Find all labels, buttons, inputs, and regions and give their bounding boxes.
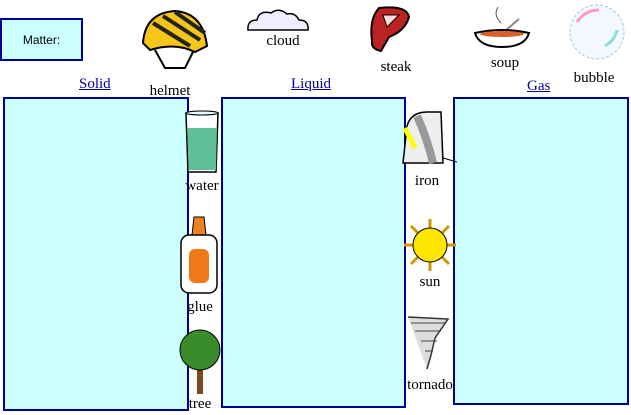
solid-drop-zone[interactable]	[3, 97, 189, 411]
cloud-icon	[247, 9, 309, 31]
steak-item[interactable]	[367, 5, 412, 58]
iron-label: iron	[414, 173, 440, 189]
soup-label: soup	[490, 55, 520, 71]
cloud-item[interactable]	[245, 8, 311, 37]
iron-item[interactable]	[397, 108, 459, 173]
iron-icon	[402, 111, 458, 164]
bubble-item[interactable]	[565, 2, 629, 67]
helmet-icon	[141, 9, 209, 69]
glue-bottle-icon	[180, 216, 218, 294]
soup-item[interactable]	[473, 5, 531, 54]
water-item[interactable]	[183, 110, 221, 179]
helmet-label: helmet	[149, 83, 191, 99]
liquid-heading-link[interactable]: Liquid	[291, 76, 331, 92]
water-glass-icon	[185, 110, 219, 173]
tree-label: tree	[188, 396, 212, 412]
solid-heading-link[interactable]: Solid	[79, 76, 111, 92]
gas-heading-link[interactable]: Gas	[527, 78, 551, 94]
steak-label: steak	[380, 59, 412, 75]
water-label: water	[185, 178, 219, 194]
gas-drop-zone[interactable]	[453, 97, 629, 405]
sun-icon	[404, 219, 456, 271]
matter-label-box: Matter:	[0, 18, 83, 61]
helmet-item[interactable]	[135, 8, 210, 75]
sun-item[interactable]	[403, 218, 457, 277]
tree-icon	[179, 329, 221, 394]
matter-label: Matter:	[22, 32, 61, 47]
soup-icon	[473, 6, 531, 49]
glue-item[interactable]	[178, 215, 220, 300]
glue-label: glue	[187, 299, 213, 315]
steak-icon	[370, 6, 411, 53]
tornado-item[interactable]	[405, 313, 451, 376]
tornado-label: tornado	[407, 377, 453, 393]
cloud-label: cloud	[266, 33, 300, 49]
sun-label: sun	[419, 274, 441, 290]
liquid-drop-zone[interactable]	[221, 97, 406, 408]
tree-item[interactable]	[174, 328, 226, 401]
bubble-icon	[569, 4, 625, 60]
bubble-label: bubble	[573, 70, 615, 86]
tornado-icon	[407, 316, 450, 370]
